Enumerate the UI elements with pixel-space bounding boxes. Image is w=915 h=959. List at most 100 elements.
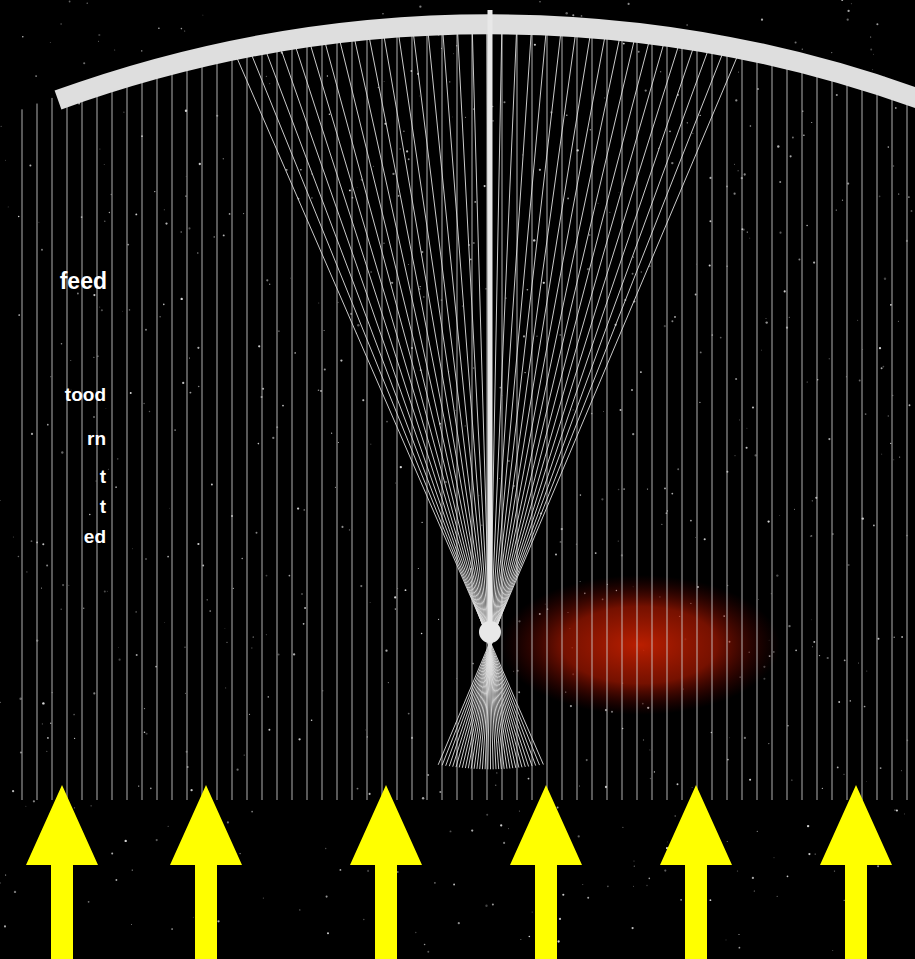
star — [649, 749, 651, 751]
star — [365, 729, 367, 731]
incoming-arrow — [510, 785, 582, 959]
star — [859, 380, 861, 382]
reflected-ray — [292, 36, 529, 767]
star — [192, 916, 194, 918]
feed-arm — [488, 10, 493, 630]
star — [93, 357, 94, 358]
star — [798, 259, 800, 261]
incoming-ray — [652, 30, 653, 800]
star — [881, 367, 883, 369]
star — [180, 231, 182, 233]
star — [896, 809, 898, 811]
star — [167, 556, 169, 558]
incoming-ray — [802, 59, 803, 800]
reflected-ray — [277, 38, 532, 766]
incoming-arrow — [820, 785, 892, 959]
star — [38, 222, 39, 223]
star — [876, 23, 878, 25]
star — [811, 619, 813, 621]
star — [776, 574, 778, 576]
star — [794, 509, 795, 510]
star — [104, 164, 105, 165]
star — [452, 53, 454, 55]
incoming-ray — [322, 31, 323, 800]
star — [107, 591, 108, 592]
star — [331, 433, 332, 434]
star — [418, 568, 419, 569]
star — [734, 163, 736, 165]
star — [559, 918, 561, 920]
star — [887, 146, 889, 148]
star — [130, 392, 132, 394]
star — [340, 359, 342, 361]
star — [269, 83, 271, 85]
incoming-ray — [847, 71, 848, 800]
star — [738, 934, 739, 935]
incoming-ray — [412, 22, 413, 800]
star — [253, 636, 254, 637]
star — [726, 841, 728, 843]
star — [650, 778, 651, 779]
star — [25, 805, 27, 807]
star — [251, 647, 253, 649]
star — [695, 294, 697, 296]
star — [811, 122, 812, 123]
star — [158, 28, 159, 29]
star — [415, 932, 416, 933]
incoming-ray — [127, 73, 128, 800]
incoming-ray — [142, 69, 143, 800]
star — [360, 585, 362, 587]
star — [649, 878, 651, 880]
star — [144, 708, 145, 709]
star — [496, 772, 497, 773]
star — [766, 321, 768, 323]
star — [813, 641, 815, 643]
star — [266, 575, 268, 577]
star — [357, 788, 359, 790]
star — [89, 514, 90, 515]
star — [744, 173, 746, 175]
star — [451, 116, 453, 118]
star — [211, 484, 213, 486]
star — [97, 356, 98, 357]
star — [42, 702, 44, 704]
star — [873, 525, 875, 527]
star — [294, 352, 296, 354]
star — [595, 552, 597, 554]
star — [149, 411, 150, 412]
star — [750, 125, 752, 127]
star — [747, 231, 748, 232]
star — [197, 543, 199, 545]
star — [123, 112, 124, 113]
star — [263, 897, 264, 898]
star — [383, 243, 385, 245]
star — [373, 166, 374, 167]
star — [367, 870, 369, 872]
reflected-ray — [438, 45, 742, 765]
incoming-ray — [907, 90, 908, 800]
incoming-ray — [37, 104, 38, 800]
star — [739, 419, 741, 421]
star — [304, 607, 306, 609]
star — [622, 827, 623, 828]
incoming-ray — [787, 55, 788, 800]
star — [744, 737, 746, 739]
star — [580, 494, 582, 496]
star — [164, 209, 165, 210]
star — [408, 264, 409, 265]
star — [421, 633, 423, 635]
star — [400, 466, 402, 468]
star — [566, 114, 568, 116]
star — [699, 402, 700, 403]
star — [735, 99, 737, 101]
incoming-ray — [817, 63, 818, 800]
star — [357, 324, 359, 326]
incoming-ray — [157, 64, 158, 800]
star — [603, 411, 605, 413]
star — [749, 779, 751, 781]
star — [787, 875, 789, 877]
star — [202, 14, 204, 16]
